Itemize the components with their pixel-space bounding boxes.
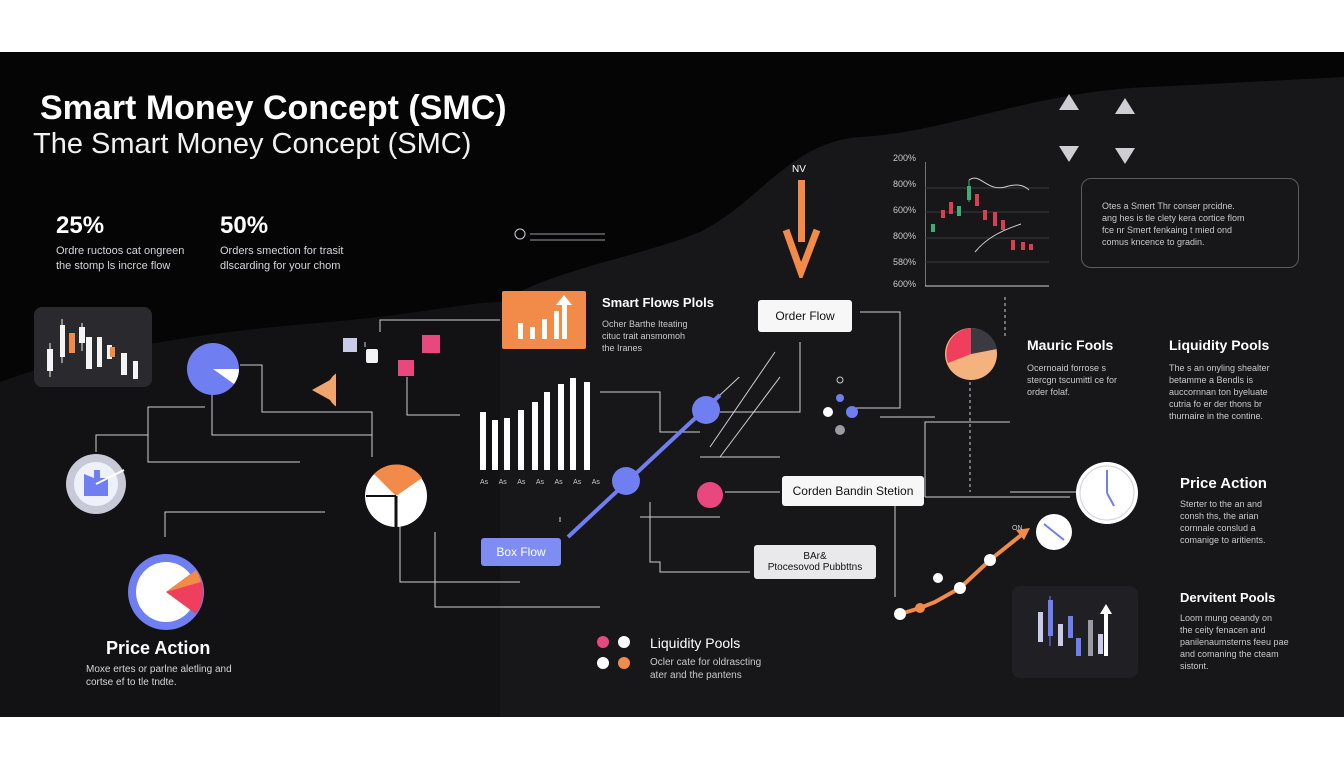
pie-icon bbox=[187, 343, 239, 395]
bar-axis-label: As bbox=[573, 479, 582, 486]
bar-axis-label: As bbox=[498, 479, 507, 486]
processed-box-line2: Ptocesovod Pubbttns bbox=[767, 562, 863, 573]
y-tick: 600% bbox=[893, 279, 917, 289]
smart-flows-caption: Ocher Barthe Iteating cituc trait ansmom… bbox=[602, 319, 688, 353]
liquidity-pools-bottom-title: Liquidity Pools bbox=[650, 635, 741, 651]
processed-box-line1: BAr& bbox=[803, 551, 827, 562]
liquidity-pools-caption: The s an onyling shealter betamme a Bend… bbox=[1169, 363, 1270, 421]
y-tick: 800% bbox=[893, 231, 917, 241]
bar-axis-label: As bbox=[535, 479, 545, 486]
arrow-down-icon bbox=[782, 180, 821, 278]
svg-text:ON: ON bbox=[1012, 525, 1023, 532]
price-action-right-caption: Sterter to the an and consh ths, the ari… bbox=[1180, 499, 1266, 545]
trend-line: ON bbox=[894, 525, 1030, 620]
flow-node bbox=[692, 396, 720, 424]
price-action-left-caption: Moxe ertes or parlne aletling and cortse… bbox=[86, 664, 232, 688]
square-marker bbox=[343, 338, 357, 352]
bar-axis-label: As bbox=[480, 479, 489, 486]
pie-icon bbox=[128, 554, 204, 630]
square-marker bbox=[398, 360, 414, 376]
triangle-icons bbox=[1059, 94, 1135, 164]
bar-chart-icon bbox=[502, 291, 586, 349]
up-triangle-icon bbox=[1115, 98, 1135, 114]
stat-value-2: 50% bbox=[220, 212, 269, 239]
square-marker bbox=[422, 335, 440, 353]
status-dot bbox=[697, 482, 723, 508]
flow-line bbox=[566, 377, 741, 539]
price-action-left-title: Price Action bbox=[106, 638, 211, 658]
corden-box: Corden Bandin Stetion bbox=[782, 476, 924, 506]
bar-axis-label: As bbox=[554, 479, 563, 486]
flow-node bbox=[612, 467, 640, 495]
pie-icon bbox=[945, 327, 997, 380]
order-flow-box: Order Flow bbox=[758, 300, 852, 332]
y-tick: 800% bbox=[893, 179, 917, 189]
stat-value-1: 25% bbox=[56, 212, 105, 239]
candlestick-icon bbox=[1038, 596, 1112, 656]
candlestick-card bbox=[34, 307, 152, 387]
page-title: Smart Money Concept (SMC) bbox=[40, 89, 507, 127]
y-tick: 580% bbox=[893, 257, 917, 267]
up-triangle-icon bbox=[1059, 94, 1079, 110]
square-marker bbox=[366, 349, 378, 363]
legend-dots bbox=[597, 636, 630, 669]
y-tick: 600% bbox=[893, 205, 917, 215]
price-action-right-title: Price Action bbox=[1180, 475, 1267, 492]
candlestick-card bbox=[1012, 586, 1138, 678]
dervitent-pools-caption: Loom mung oeandy on the ceity fenacen an… bbox=[1180, 613, 1289, 671]
mini-candlestick-chart bbox=[925, 162, 1049, 287]
diagram-canvas: Smart Money Concept (SMC) The Smart Mone… bbox=[0, 52, 1344, 717]
node-cluster bbox=[823, 376, 858, 435]
page-subtitle: The Smart Money Concept (SMC) bbox=[33, 128, 472, 160]
bar-axis-label: As bbox=[591, 479, 600, 486]
down-triangle-icon bbox=[1115, 148, 1135, 164]
box-flow-box: Box Flow bbox=[481, 538, 561, 566]
bar-axis: As As As As As As As bbox=[480, 477, 600, 489]
background-shape bbox=[0, 77, 1344, 717]
bar-chart bbox=[480, 378, 590, 470]
note-text: Otes a Smert Thr conser prcidne. ang hes… bbox=[1102, 201, 1245, 247]
smart-flows-title: Smart Flows Plols bbox=[602, 295, 714, 310]
down-triangle-icon bbox=[1059, 146, 1079, 162]
liquidity-pools-title: Liquidity Pools bbox=[1169, 337, 1270, 353]
stat-caption-1: Ordre ructoos cat ongreen the stomp ls i… bbox=[56, 245, 185, 272]
stat-caption-2: Orders smection for trasit dlscarding fo… bbox=[220, 245, 344, 272]
dervitent-pools-title: Dervitent Pools bbox=[1180, 590, 1276, 605]
clock-icon bbox=[66, 454, 126, 514]
mauric-pools-caption: Ocernoaid forrose s stercgn tscumittl ce… bbox=[1027, 363, 1118, 397]
candlestick-icon bbox=[47, 319, 138, 379]
processed-box: BAr& Ptocesovod Pubbttns bbox=[754, 545, 876, 579]
pie-icon bbox=[312, 373, 336, 407]
note-card: Otes a Smert Thr conser prcidne. ang hes… bbox=[1081, 178, 1299, 268]
pie-icon bbox=[365, 464, 427, 527]
clock-icon bbox=[1036, 514, 1072, 550]
mauric-pools-title: Mauric Fools bbox=[1027, 337, 1114, 353]
bar-axis-label: As bbox=[517, 479, 526, 486]
clock-icon bbox=[1076, 462, 1138, 524]
candles bbox=[931, 180, 1033, 250]
arrow-label: NV bbox=[792, 164, 806, 175]
liquidity-pools-bottom-caption: Ocler cate for oldrascting ater and the … bbox=[650, 657, 762, 681]
y-tick: 200% bbox=[893, 153, 917, 163]
